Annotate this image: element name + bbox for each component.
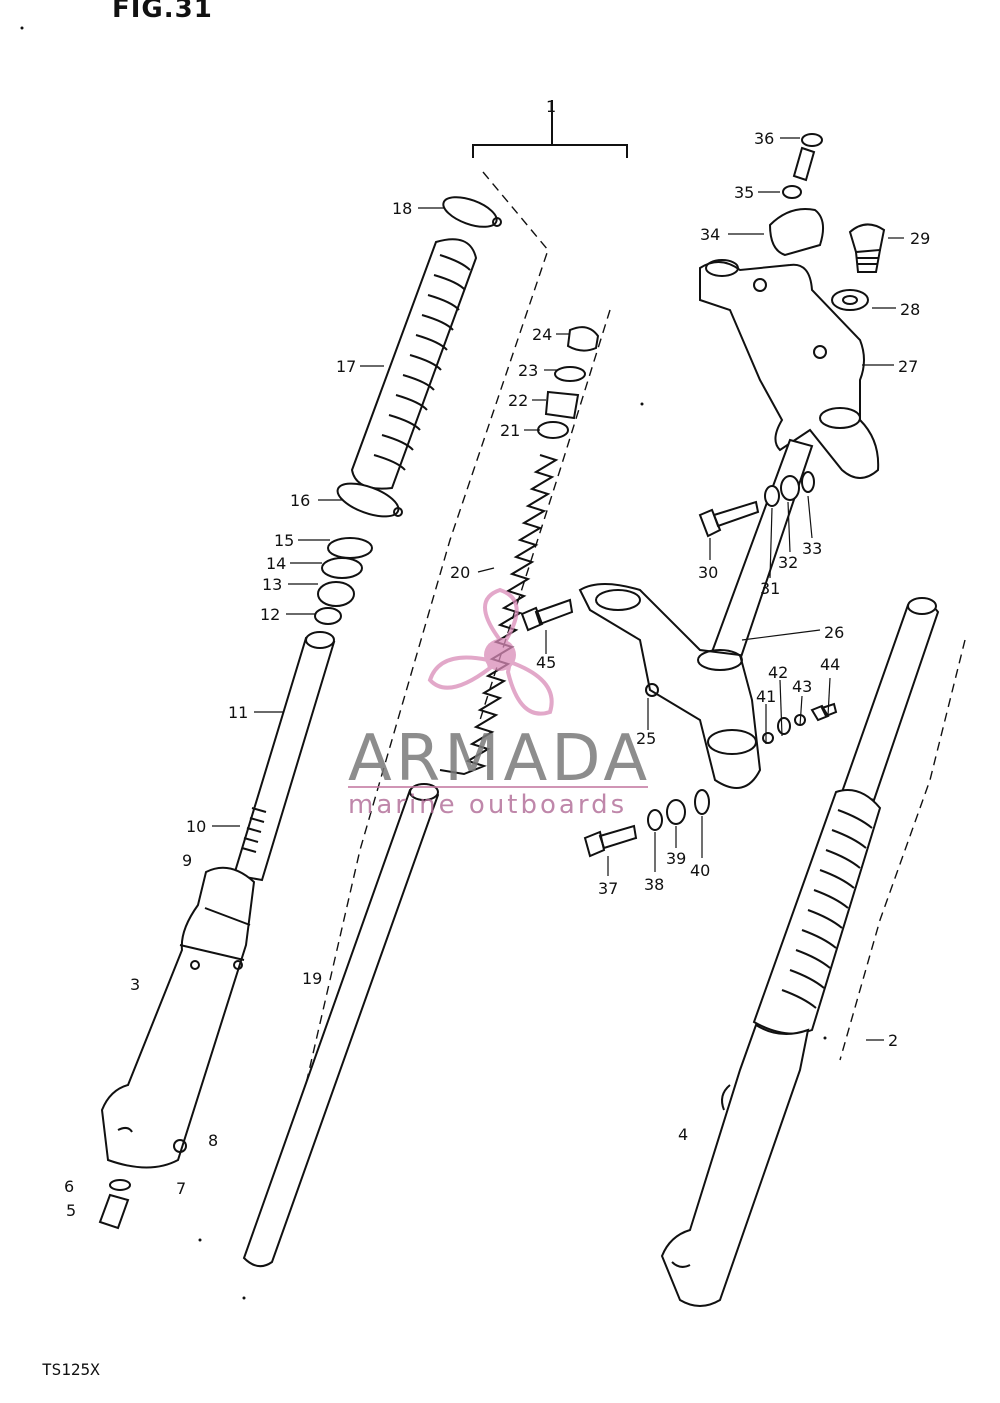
callout-4: 4 <box>678 1125 688 1144</box>
callout-42: 42 <box>768 663 788 682</box>
callout-18: 18 <box>392 199 412 218</box>
callout-labels: 1 2 3 4 5 6 7 8 9 10 11 12 13 14 15 16 1… <box>64 97 930 1220</box>
callout-17: 17 <box>336 357 356 376</box>
callout-7: 7 <box>176 1179 186 1198</box>
upper-bracket <box>699 133 880 479</box>
callout-24: 24 <box>532 325 552 344</box>
callout-38: 38 <box>644 875 664 894</box>
callout-34: 34 <box>700 225 720 244</box>
callout-12: 12 <box>260 605 280 624</box>
callout-1: 1 <box>546 97 556 116</box>
callout-6: 6 <box>64 1177 74 1196</box>
right-fork-assembly <box>660 597 940 1307</box>
callout-45: 45 <box>536 653 556 672</box>
callout-21: 21 <box>500 421 520 440</box>
callout-27: 27 <box>898 357 918 376</box>
callout-29: 29 <box>910 229 930 248</box>
callout-2: 2 <box>888 1031 898 1050</box>
boot-clamp-lower <box>336 482 403 518</box>
watermark-tagline: marine outboards <box>348 790 628 820</box>
pinch-bolt-upper <box>698 471 815 538</box>
callout-23: 23 <box>518 361 538 380</box>
left-outer-tube <box>100 866 256 1169</box>
propeller-icon <box>427 587 554 716</box>
callout-44: 44 <box>820 655 840 674</box>
callout-20: 20 <box>450 563 470 582</box>
assembly-bracket <box>472 100 628 158</box>
callout-5: 5 <box>66 1201 76 1220</box>
callout-16: 16 <box>290 491 310 510</box>
assembly-guide-lines <box>299 171 966 1111</box>
steering-stem-nut <box>831 223 886 311</box>
oil-seal-stack <box>314 537 373 625</box>
callout-25: 25 <box>636 729 656 748</box>
callout-3: 3 <box>130 975 140 994</box>
left-dust-boot <box>350 238 478 490</box>
callout-37: 37 <box>598 879 618 898</box>
callout-39: 39 <box>666 849 686 868</box>
watermark-divider <box>348 786 648 788</box>
callout-43: 43 <box>792 677 812 696</box>
callout-22: 22 <box>508 391 528 410</box>
callout-31: 31 <box>760 579 780 598</box>
figure-title: FIG.31 <box>112 0 213 24</box>
leader-lines <box>212 137 904 1041</box>
boot-clamp-upper <box>442 196 502 228</box>
damper-rod <box>242 783 440 1268</box>
callout-14: 14 <box>266 554 286 573</box>
callout-10: 10 <box>186 817 206 836</box>
callout-40: 40 <box>690 861 710 880</box>
callout-41: 41 <box>756 687 776 706</box>
callout-19: 19 <box>302 969 322 988</box>
fork-cap-parts <box>537 326 600 439</box>
callout-28: 28 <box>900 300 920 319</box>
model-code: TS125X <box>42 1360 100 1379</box>
callout-26: 26 <box>824 623 844 642</box>
callout-15: 15 <box>274 531 294 550</box>
pinch-bolt-45 <box>520 598 574 632</box>
callout-9: 9 <box>182 851 192 870</box>
stray-dots <box>20 26 827 1300</box>
callout-8: 8 <box>208 1131 218 1150</box>
pinch-bolt-lower <box>583 702 838 858</box>
watermark-brand: ARMADA <box>348 722 652 796</box>
callout-13: 13 <box>262 575 282 594</box>
callout-11: 11 <box>228 703 248 722</box>
drain-bolt-parts <box>98 1139 187 1230</box>
callout-36: 36 <box>754 129 774 148</box>
callout-30: 30 <box>698 563 718 582</box>
callout-35: 35 <box>734 183 754 202</box>
left-inner-tube <box>232 631 336 882</box>
callout-33: 33 <box>802 539 822 558</box>
callout-32: 32 <box>778 553 798 572</box>
fork-spring <box>439 454 559 776</box>
